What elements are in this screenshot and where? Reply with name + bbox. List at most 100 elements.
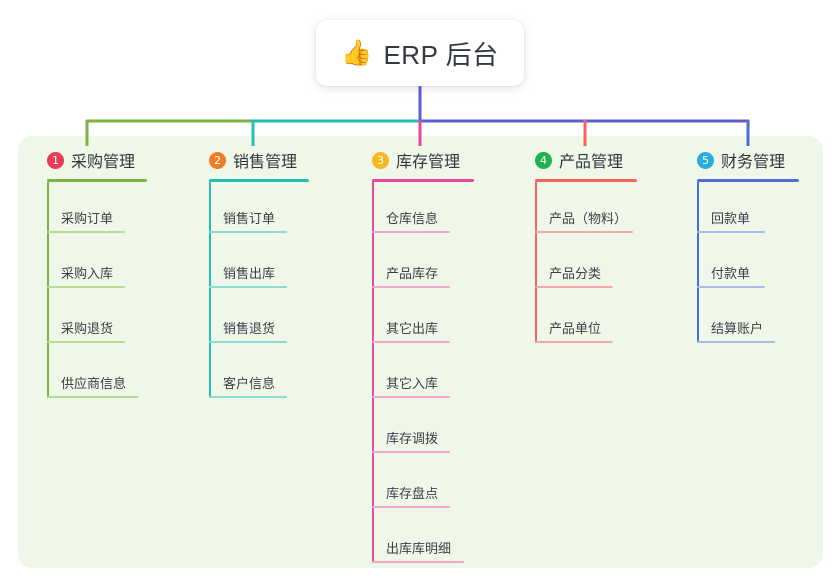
branch-underline-3 xyxy=(372,179,474,182)
leaf-item-label: 供应商信息 xyxy=(61,376,127,391)
leaf-item-underline xyxy=(372,561,464,563)
branch-badge-3: 3 xyxy=(372,151,389,169)
thumbs-up-icon: 👍 xyxy=(341,38,373,67)
branch-title-1: 采购管理 xyxy=(71,154,136,171)
leaf-item-underline xyxy=(372,231,450,233)
leaf-item-label: 采购入库 xyxy=(61,266,114,281)
leaf-item-underline xyxy=(209,286,287,288)
leaf-item-label: 采购退货 xyxy=(61,321,114,336)
branch-badge-5: 5 xyxy=(697,151,714,169)
leaf-item[interactable]: 产品库存 xyxy=(372,237,474,292)
leaf-item-label: 产品分类 xyxy=(549,266,602,281)
branch-items-3: 仓库信息产品库存其它出库其它入库库存调拨库存盘点出库库明细 xyxy=(372,182,474,567)
leaf-item[interactable]: 库存调拨 xyxy=(372,402,474,457)
leaf-item-label: 库存调拨 xyxy=(386,431,439,446)
branch-spine-5 xyxy=(697,182,699,343)
root-node-content: 👍 ERP 后台 xyxy=(341,35,498,72)
branch-items-1: 采购订单采购入库采购退货供应商信息 xyxy=(47,182,147,402)
leaf-item[interactable]: 付款单 xyxy=(697,237,799,292)
leaf-item-underline xyxy=(697,286,765,288)
leaf-item[interactable]: 销售订单 xyxy=(209,182,309,237)
leaf-item-underline xyxy=(47,286,125,288)
root-node[interactable]: 👍 ERP 后台 xyxy=(316,20,524,86)
leaf-item-underline xyxy=(372,286,450,288)
leaf-item[interactable]: 销售出库 xyxy=(209,237,309,292)
leaf-item-underline xyxy=(372,506,450,508)
leaf-item-label: 其它入库 xyxy=(386,376,439,391)
leaf-item-underline xyxy=(535,231,633,233)
branch-spine-1 xyxy=(47,182,49,398)
branch-column-4: 4 产品管理产品（物料） 产品分类产品单位 xyxy=(535,147,637,347)
branch-items-5: 回款单付款单结算账户 xyxy=(697,182,799,347)
leaf-item[interactable]: 库存盘点 xyxy=(372,457,474,512)
leaf-item[interactable]: 产品分类 xyxy=(535,237,637,292)
leaf-item-underline xyxy=(209,341,287,343)
branch-underline-1 xyxy=(47,179,147,182)
leaf-item-underline xyxy=(47,396,139,398)
leaf-item-label: 销售出库 xyxy=(223,266,276,281)
branch-column-5: 5 财务管理回款单付款单结算账户 xyxy=(697,147,799,347)
leaf-item[interactable]: 客户信息 xyxy=(209,347,309,402)
leaf-item[interactable]: 采购退货 xyxy=(47,292,147,347)
leaf-item-underline xyxy=(47,341,125,343)
leaf-item-underline xyxy=(47,231,125,233)
branch-column-1: 1 采购管理采购订单采购入库采购退货供应商信息 xyxy=(47,147,147,402)
leaf-item[interactable]: 其它出库 xyxy=(372,292,474,347)
leaf-item-label: 销售退货 xyxy=(223,321,276,336)
leaf-item-label: 产品单位 xyxy=(549,321,602,336)
leaf-item[interactable]: 供应商信息 xyxy=(47,347,147,402)
leaf-item-underline xyxy=(372,451,450,453)
branch-title-3: 库存管理 xyxy=(396,154,461,171)
leaf-item[interactable]: 仓库信息 xyxy=(372,182,474,237)
branch-header-4[interactable]: 4 产品管理 xyxy=(535,147,637,173)
branch-underline-2 xyxy=(209,179,309,182)
branch-spine-2 xyxy=(209,182,211,398)
branch-badge-1: 1 xyxy=(47,151,64,169)
branch-header-3[interactable]: 3 库存管理 xyxy=(372,147,474,173)
leaf-item-underline xyxy=(697,231,765,233)
branch-badge-4: 4 xyxy=(535,151,552,169)
leaf-item[interactable]: 产品（物料） xyxy=(535,182,637,237)
leaf-item[interactable]: 采购入库 xyxy=(47,237,147,292)
branch-items-4: 产品（物料） 产品分类产品单位 xyxy=(535,182,637,347)
leaf-item-underline xyxy=(372,396,450,398)
branch-title-2: 销售管理 xyxy=(233,154,298,171)
branch-items-2: 销售订单销售出库销售退货客户信息 xyxy=(209,182,309,402)
leaf-item-label: 出库库明细 xyxy=(386,541,452,556)
leaf-item-label: 回款单 xyxy=(711,211,751,226)
leaf-item-underline xyxy=(209,231,287,233)
leaf-item-label: 销售订单 xyxy=(223,211,276,226)
leaf-item-underline xyxy=(697,341,775,343)
leaf-item-label: 其它出库 xyxy=(386,321,439,336)
leaf-item[interactable]: 出库库明细 xyxy=(372,512,474,567)
leaf-item-label: 产品库存 xyxy=(386,266,439,281)
leaf-item-label: 结算账户 xyxy=(711,321,764,336)
leaf-item[interactable]: 其它入库 xyxy=(372,347,474,402)
branch-title-4: 产品管理 xyxy=(559,154,624,171)
leaf-item-underline xyxy=(535,341,613,343)
branch-column-3: 3 库存管理仓库信息产品库存其它出库其它入库库存调拨库存盘点出库库明细 xyxy=(372,147,474,567)
leaf-item-label: 产品（物料） xyxy=(549,211,628,226)
leaf-item[interactable]: 产品单位 xyxy=(535,292,637,347)
branch-header-5[interactable]: 5 财务管理 xyxy=(697,147,799,173)
leaf-item[interactable]: 回款单 xyxy=(697,182,799,237)
branch-header-1[interactable]: 1 采购管理 xyxy=(47,147,147,173)
leaf-item[interactable]: 采购订单 xyxy=(47,182,147,237)
leaf-item-underline xyxy=(372,341,450,343)
leaf-item-label: 采购订单 xyxy=(61,211,114,226)
leaf-item[interactable]: 结算账户 xyxy=(697,292,799,347)
branch-spine-3 xyxy=(372,182,374,563)
leaf-item[interactable]: 销售退货 xyxy=(209,292,309,347)
branch-panel xyxy=(18,136,823,568)
branch-title-5: 财务管理 xyxy=(721,154,786,171)
branch-underline-5 xyxy=(697,179,799,182)
leaf-item-label: 付款单 xyxy=(711,266,751,281)
branch-spine-4 xyxy=(535,182,537,343)
leaf-item-label: 仓库信息 xyxy=(386,211,439,226)
leaf-item-label: 库存盘点 xyxy=(386,486,439,501)
leaf-item-underline xyxy=(209,396,287,398)
